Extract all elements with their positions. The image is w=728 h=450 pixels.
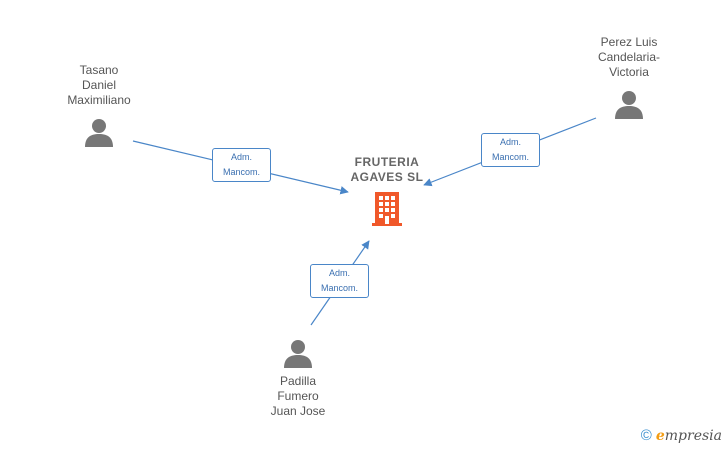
- company-name-line1: FRUTERIA: [354, 155, 420, 169]
- person-name-line: Maximiliano: [67, 93, 131, 107]
- role-line2: Mancom.: [491, 152, 529, 162]
- person-node-perez[interactable]: Perez Luis Candelaria- Victoria: [579, 35, 679, 119]
- role-line1: Adm.: [230, 152, 252, 162]
- person-name-line: Juan Jose: [270, 404, 326, 418]
- person-icon: [614, 89, 644, 119]
- person-node-tasano[interactable]: Tasano Daniel Maximiliano: [49, 63, 149, 147]
- brand-logo: empresia: [655, 427, 722, 444]
- person-name-line: Victoria: [609, 65, 649, 79]
- role-label-perez[interactable]: Adm. Mancom.: [481, 133, 540, 167]
- person-name-line: Tasano: [79, 63, 119, 77]
- person-name-line: Candelaria-: [597, 50, 661, 64]
- role-line1: Adm.: [499, 137, 521, 147]
- role-label-padilla[interactable]: Adm. Mancom.: [310, 264, 369, 298]
- building-icon: [370, 191, 404, 232]
- person-name-line: Daniel: [81, 78, 117, 92]
- person-node-padilla[interactable]: Padilla Fumero Juan Jose: [248, 338, 348, 419]
- person-name-line: Padilla: [279, 374, 317, 388]
- role-line1: Adm.: [328, 268, 350, 278]
- company-name-line2: AGAVES SL: [350, 170, 424, 184]
- role-line2: Mancom.: [320, 283, 358, 293]
- person-icon: [283, 338, 313, 368]
- copyright-symbol: ©: [640, 427, 652, 444]
- brand-watermark: © empresia: [641, 427, 722, 444]
- person-icon: [84, 117, 114, 147]
- company-node[interactable]: FRUTERIA AGAVES SL: [342, 155, 432, 232]
- person-name-line: Fumero: [277, 389, 319, 403]
- role-line2: Mancom.: [222, 167, 260, 177]
- role-label-tasano[interactable]: Adm. Mancom.: [212, 148, 271, 182]
- person-name-line: Perez Luis: [600, 35, 658, 49]
